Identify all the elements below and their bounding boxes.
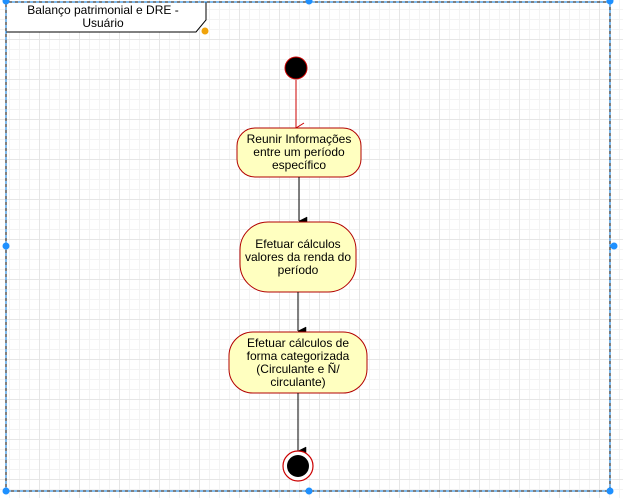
activity-label: Reunir Informações entre um período espe… <box>246 132 352 172</box>
activity-label: Efetuar cálculos de forma categorizada (… <box>246 335 350 389</box>
resize-handle-top-right[interactable] <box>606 0 614 5</box>
initial-node[interactable] <box>284 56 308 80</box>
resize-handle-top-left[interactable] <box>2 0 10 5</box>
final-node-inner <box>287 455 309 477</box>
resize-handle-left[interactable] <box>2 242 10 250</box>
resize-handle-right[interactable] <box>610 242 618 250</box>
resize-handle-top[interactable] <box>305 0 313 5</box>
connector-handle[interactable] <box>200 26 210 36</box>
resize-handle-bottom[interactable] <box>305 487 313 495</box>
activity-label: Efetuar cálculos valores da renda do per… <box>244 236 352 277</box>
resize-handle-bottom-right[interactable] <box>606 487 614 495</box>
frame-title: Balanço patrimonial e DRE - Usuário <box>27 3 179 30</box>
resize-handle-bottom-left[interactable] <box>2 487 10 495</box>
